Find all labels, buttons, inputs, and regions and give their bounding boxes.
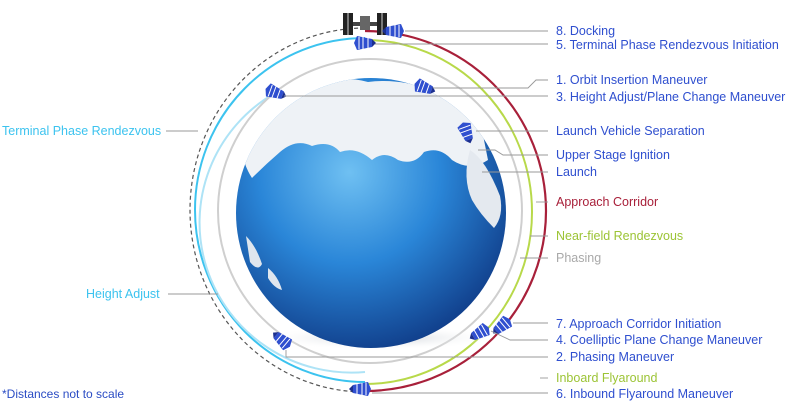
spacecraft-icon (348, 381, 372, 397)
label-phasing: Phasing (556, 251, 602, 265)
leader-lines (166, 30, 548, 394)
approach-corridor-orbit (364, 29, 548, 393)
label-upper-stage-ignition: Upper Stage Ignition (556, 148, 670, 162)
dashed-outer-orbit (189, 27, 366, 393)
label-launch: Launch (556, 165, 598, 179)
earth-globe (236, 78, 506, 350)
spacecraft-icon (353, 35, 377, 51)
label-docking: 8. Docking (556, 24, 616, 38)
label-orbit-insertion: 1. Orbit Insertion Maneuver (556, 73, 708, 87)
label-height-adjust-plane-change: 3. Height Adjust/Plane Change Maneuver (556, 90, 786, 104)
label-terminal-phase-initiation: 5. Terminal Phase Rendezvous Initiation (556, 38, 779, 52)
orbit-paths (189, 27, 548, 393)
footnote-distances: *Distances not to scale (2, 387, 125, 401)
label-phasing-maneuver: 2. Phasing Maneuver (556, 350, 675, 364)
label-approach-corridor: Approach Corridor (556, 195, 659, 209)
label-inboard-flyaround: Inboard Flyaround (556, 371, 658, 385)
space-station-icon (343, 13, 387, 35)
height-adjust-orbit (198, 92, 366, 374)
continent-east (466, 150, 502, 228)
label-terminal-phase-rendezvous: Terminal Phase Rendezvous (2, 124, 162, 138)
near-field-orbit (364, 39, 533, 385)
label-height-adjust: Height Adjust (86, 287, 160, 301)
label-inbound-flyaround: 6. Inbound Flyaround Maneuver (556, 387, 734, 401)
label-near-field-rendezvous: Near-field Rendezvous (556, 229, 684, 243)
islands (246, 236, 282, 290)
phasing-orbit (217, 58, 523, 364)
label-approach-corridor-initiation: 7. Approach Corridor Initiation (556, 317, 722, 331)
label-coelliptic-plane-change: 4. Coelliptic Plane Change Maneuver (556, 333, 763, 347)
continent-north (240, 78, 488, 178)
terminal-phase-orbit (194, 37, 366, 383)
label-launch-vehicle-separation: Launch Vehicle Separation (556, 124, 705, 138)
